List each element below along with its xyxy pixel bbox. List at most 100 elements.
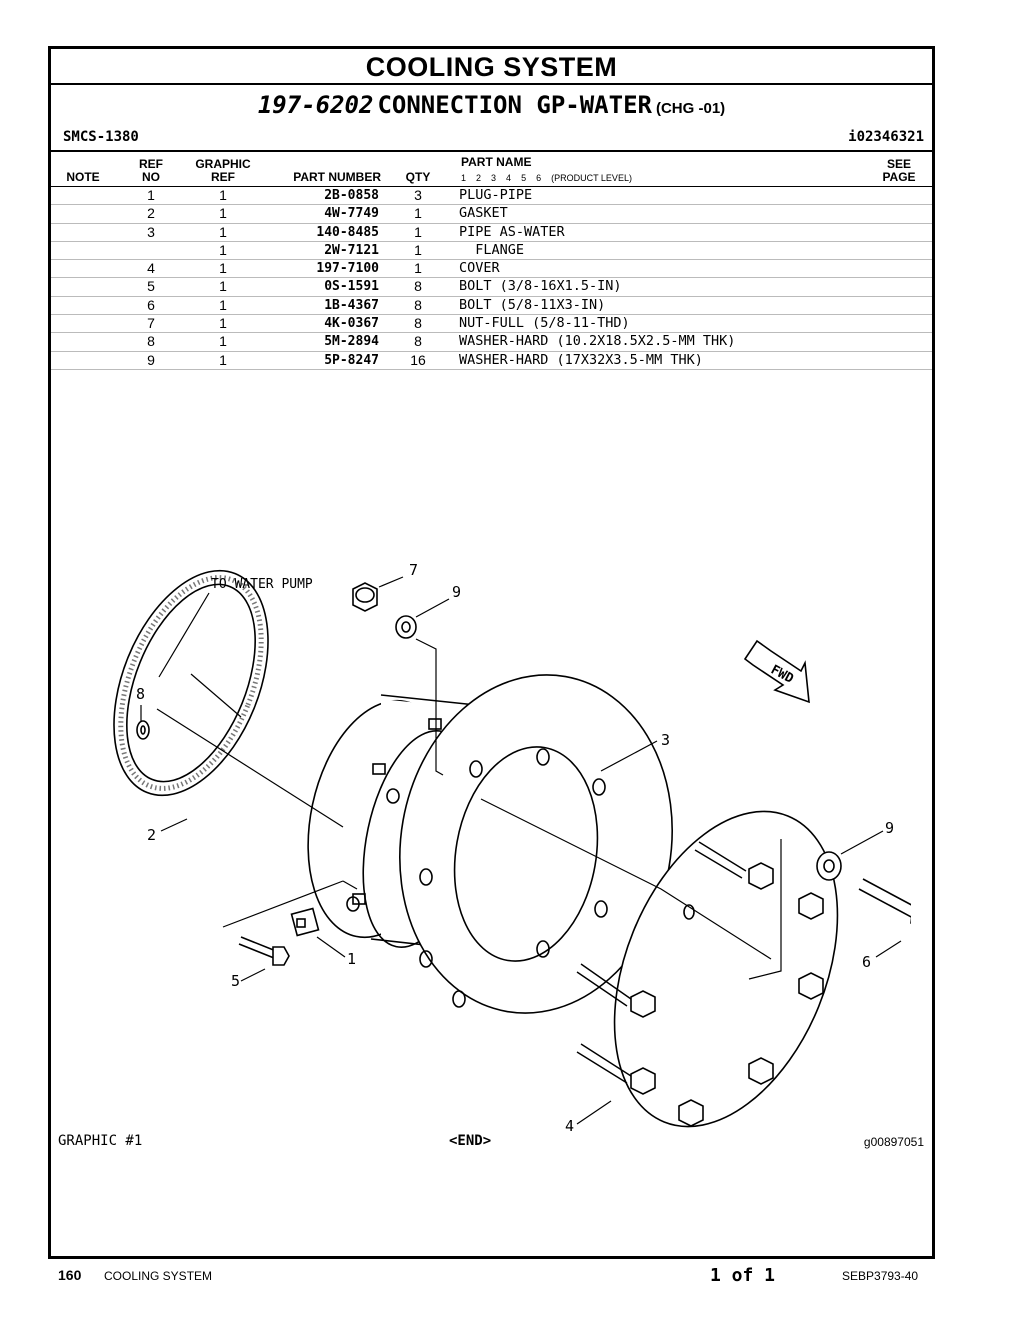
table-row: 2 1 4W-7749 1 GASKET [51,205,932,224]
short-bolt-part [238,936,290,966]
col-graphic-ref-line1: GRAPHIC [195,157,251,171]
level-5: 5 [521,173,527,183]
graphic-id: g00897051 [863,1135,924,1149]
exploded-view-drawing: TO WATER PUMP FWD 1 2 3 4 5 6 7 8 9 9 [113,561,911,1134]
graphic-number: GRAPHIC #1 [58,1133,143,1149]
ref-no-cell: 2 [147,205,155,222]
part-name-cell: FLANGE [459,241,525,258]
plug-part [290,907,320,937]
qty-cell: 1 [414,260,422,277]
smcs-code: SMCS-1380 [63,129,139,145]
col-ref-no: REF NO [133,158,169,184]
qty-cell: 3 [414,187,422,203]
callout-3: 3 [661,731,670,749]
col-note: NOTE [66,170,100,184]
part-number-cell: 5M-2894 [324,334,379,350]
callout-8: 8 [136,685,145,703]
table-row: 8 1 5M-2894 8 WASHER-HARD (10.2X18.5X2.5-MM … [51,333,932,352]
callout-6: 6 [862,953,871,971]
page-number: 160 [58,1267,82,1283]
callout-9-top: 9 [452,583,461,601]
callout-2: 2 [147,826,156,844]
part-number-cell: 5P-8247 [324,352,379,368]
level-4: 4 [506,173,512,183]
qty-cell: 1 [414,205,422,222]
table-row: 1 2W-7121 1 FLANGE [51,241,932,261]
graphic-ref-cell: 1 [219,187,227,203]
graphic-ref-cell: 1 [219,333,227,350]
level-2: 2 [476,173,482,183]
flange-part [399,674,673,1014]
ref-no-cell: 4 [147,260,155,277]
callout-5: 5 [231,972,240,990]
group-name: CONNECTION GP-WATER [377,91,652,119]
to-water-pump-label: TO WATER PUMP [211,577,313,592]
callout-9-right: 9 [885,819,894,837]
col-see-page: SEE PAGE [871,158,927,184]
part-name-cell: BOLT (5/8-11X3-IN) [459,296,606,313]
qty-cell: 8 [414,296,422,313]
part-name-cell: WASHER-HARD (10.2X18.5X2.5-MM THK) [459,333,736,350]
graphic-ref-cell: 1 [219,315,227,332]
qty-cell: 1 [414,241,422,258]
callout-7: 7 [409,561,418,579]
col-part-number: PART NUMBER [293,170,381,184]
col-part-name: PART NAME [461,155,532,169]
col-ref-no-line1: REF [139,157,163,171]
ref-no-cell: 7 [147,315,155,332]
page-title: COOLING SYSTEM [365,52,618,82]
footer-section: COOLING SYSTEM [104,1269,213,1283]
col-see-page-line2: PAGE [882,170,916,184]
washer-top-part [395,615,417,639]
header-divider [51,150,932,152]
level-3: 3 [491,173,497,183]
washer-small-part [136,720,150,740]
document-number: SEBP3793-40 [842,1269,919,1283]
part-number-cell: 2B-0858 [324,188,379,203]
ref-no-cell: 3 [147,223,155,240]
fwd-arrow-icon [743,639,810,704]
part-number-cell: 197-7100 [316,261,379,277]
table-row: 6 1 1B-4367 8 BOLT (5/8-11X3-IN) [51,296,932,316]
part-name-cell: BOLT (3/8-16X1.5-IN) [459,278,622,295]
graphic-ref-cell: 1 [219,241,227,258]
product-level-label: (PRODUCT LEVEL) [551,173,632,183]
part-number-cell: 140-8485 [316,224,379,240]
change-level: (CHG -01) [655,100,726,117]
qty-cell: 8 [414,333,422,350]
gasket-part [113,569,269,797]
graphic-ref-cell: 1 [219,223,227,240]
col-graphic-ref: GRAPHIC REF [189,158,257,184]
document-ident: i02346321 [848,129,924,145]
part-number-cell: 4W-7749 [324,206,379,222]
ref-no-cell: 8 [147,333,155,350]
long-bolt-part [858,878,911,925]
qty-cell: 1 [414,223,422,240]
part-number-cell: 2W-7121 [324,242,379,258]
part-name-cell: WASHER-HARD (17X32X3.5-MM THK) [459,351,703,368]
washer-right-part [816,851,842,881]
graphic-ref-cell: 1 [219,205,227,222]
nut-part [352,582,378,612]
col-qty: QTY [405,170,431,184]
cover-bolts [576,841,747,1084]
ref-no-cell: 6 [147,296,155,313]
ref-no-cell: 1 [147,187,155,203]
level-1: 1 [461,173,467,183]
col-graphic-ref-line2: REF [211,170,235,184]
part-name-cell: GASKET [459,205,508,222]
graphic-ref-cell: 1 [219,296,227,313]
part-name-cell: PIPE AS-WATER [459,223,565,240]
assembly-lines [156,638,782,980]
graphic-ref-cell: 1 [219,278,227,295]
col-ref-no-line2: NO [142,170,160,184]
graphic-ref-cell: 1 [219,260,227,277]
part-number-cell: 1B-4367 [324,297,379,313]
